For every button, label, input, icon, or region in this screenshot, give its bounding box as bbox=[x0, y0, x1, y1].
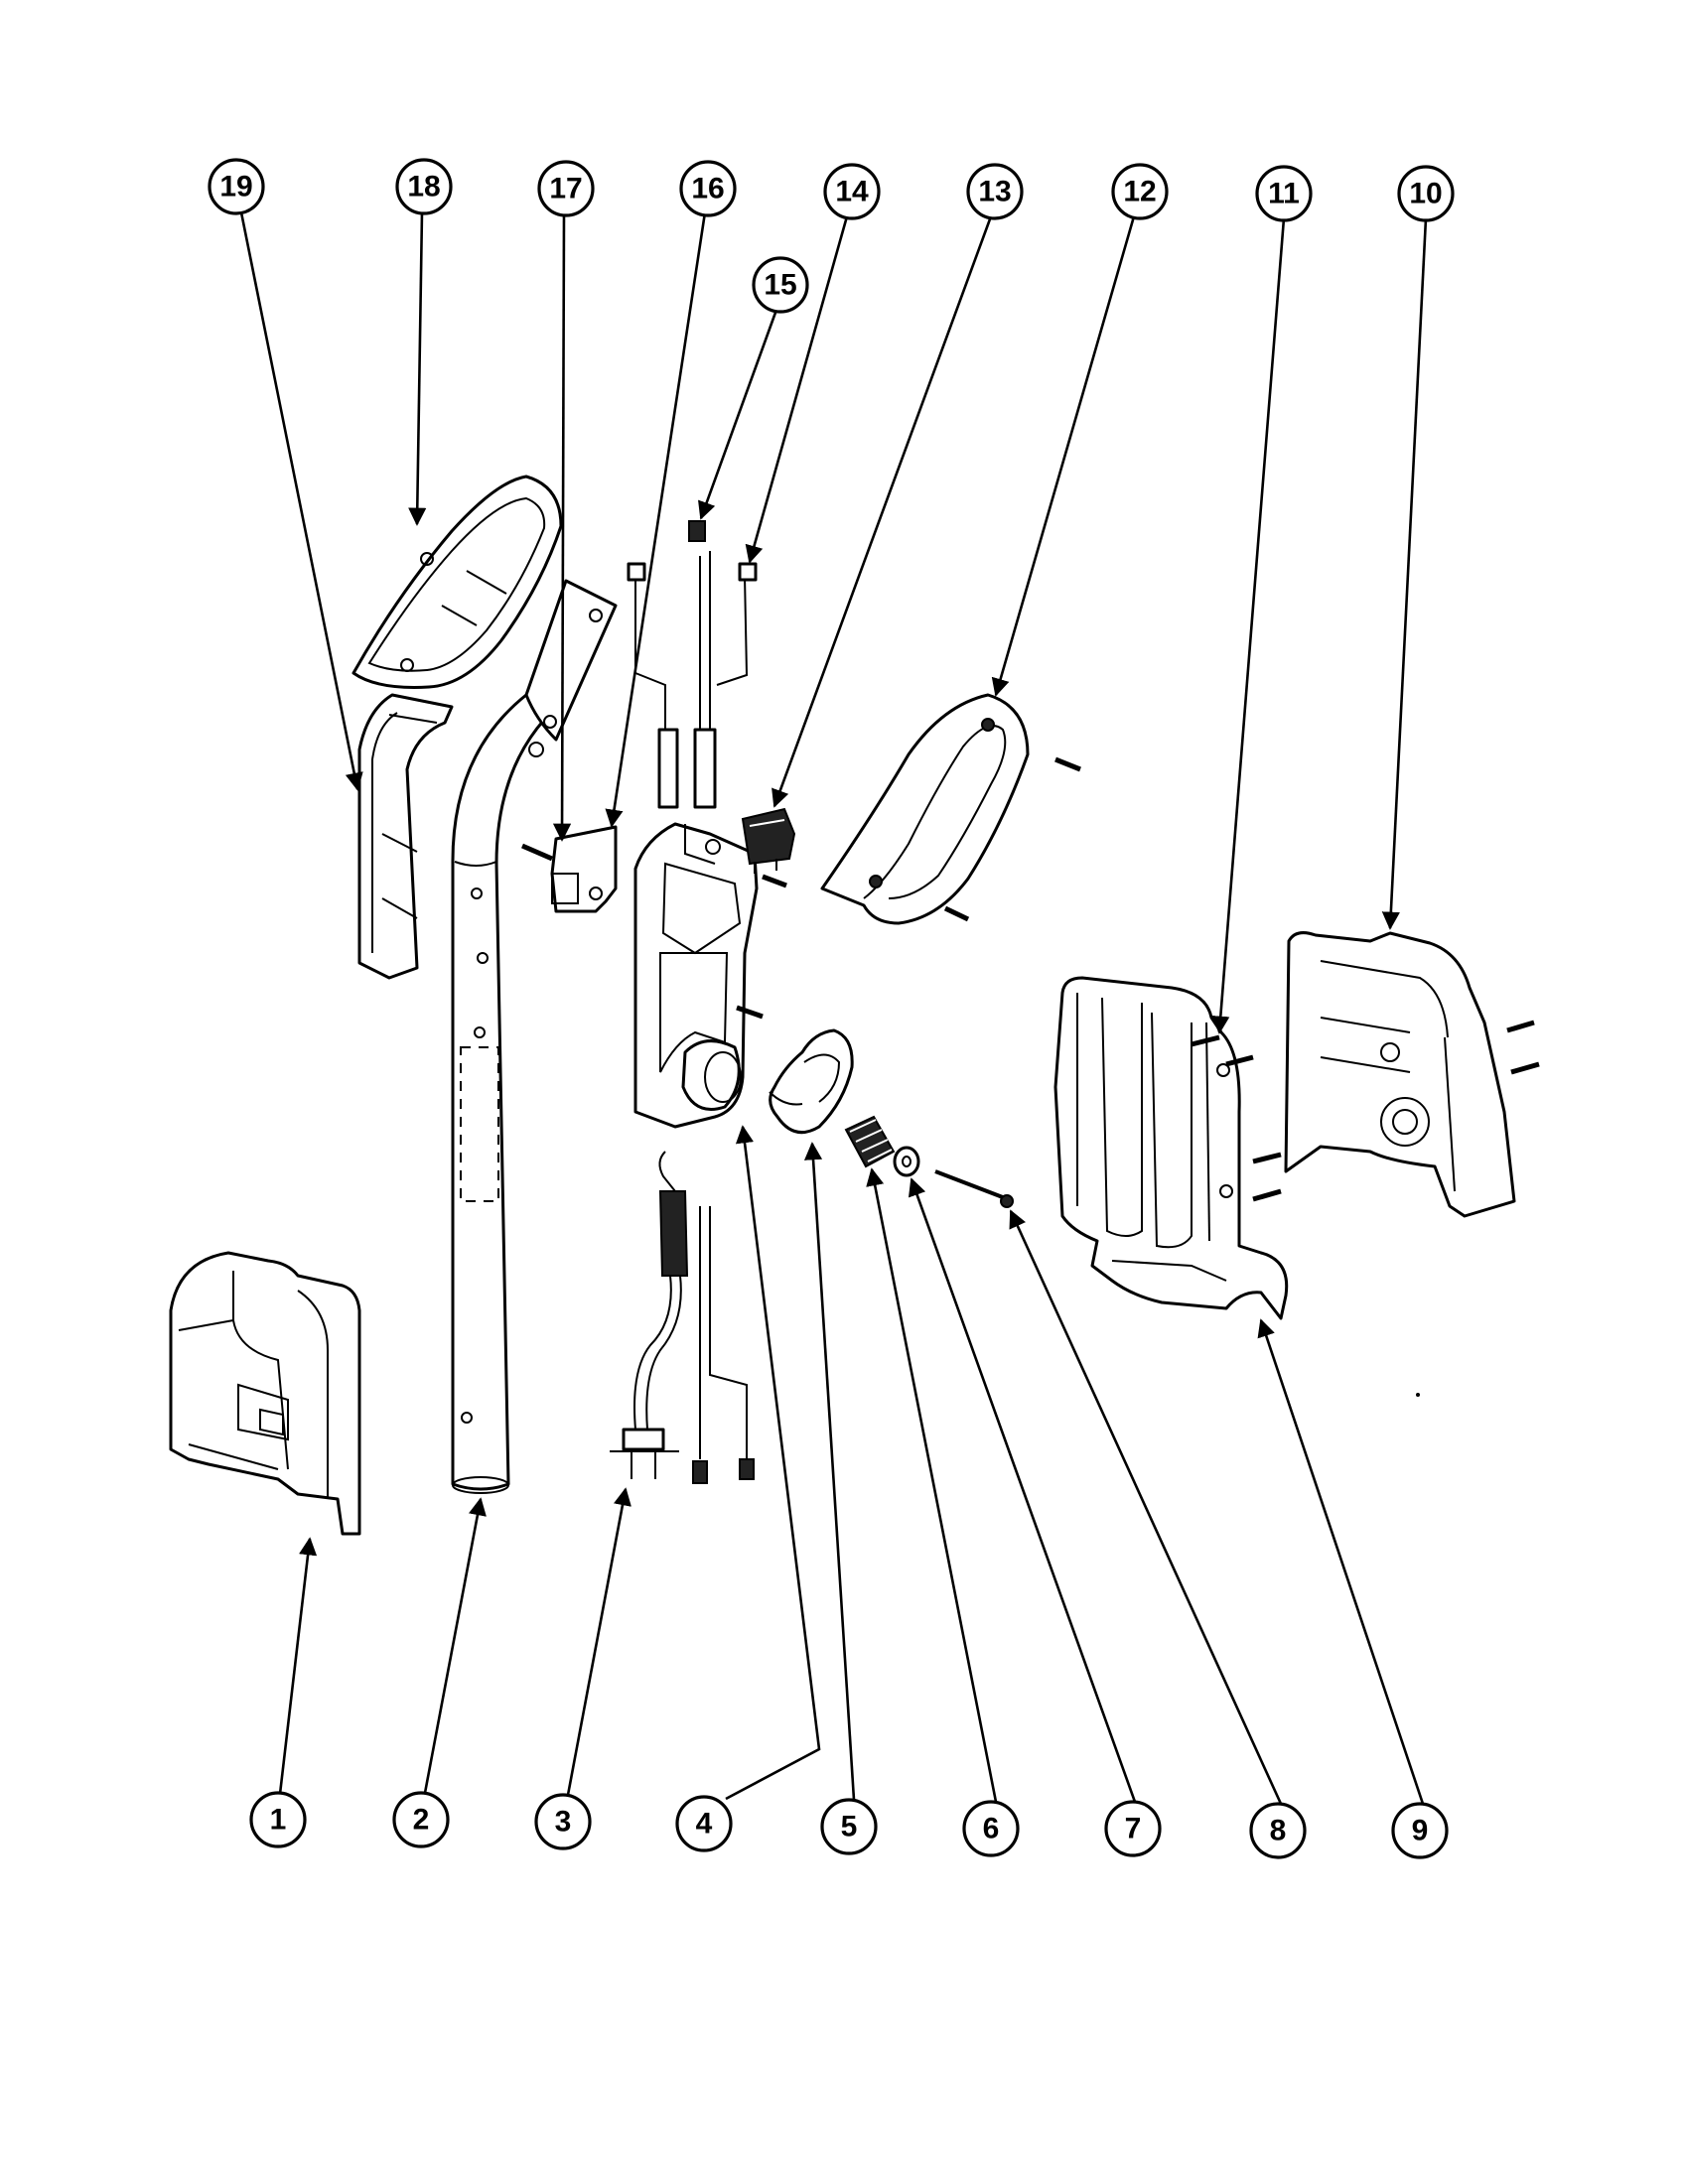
callout-19-label: 19 bbox=[219, 171, 252, 204]
callout-16: 16 bbox=[679, 160, 737, 217]
leader-5 bbox=[803, 1142, 856, 1801]
callout-7-label: 7 bbox=[1125, 1813, 1142, 1845]
leader-13 bbox=[772, 215, 993, 808]
callout-19: 19 bbox=[208, 158, 265, 215]
callout-7: 7 bbox=[1104, 1800, 1162, 1857]
leader-lines bbox=[239, 211, 1428, 1805]
callout-16-label: 16 bbox=[691, 173, 724, 205]
callout-15: 15 bbox=[752, 256, 809, 314]
callout-17-label: 17 bbox=[549, 173, 582, 205]
callout-2-label: 2 bbox=[413, 1804, 430, 1837]
callout-10: 10 bbox=[1397, 165, 1455, 222]
callout-11-label: 11 bbox=[1268, 178, 1300, 210]
callout-9-label: 9 bbox=[1412, 1815, 1429, 1847]
callout-12: 12 bbox=[1111, 163, 1169, 220]
callout-5: 5 bbox=[820, 1798, 878, 1855]
part-14-wire-lead bbox=[693, 551, 758, 809]
callout-13-label: 13 bbox=[978, 176, 1011, 208]
part-3-power-cord bbox=[610, 1151, 755, 1484]
leader-11 bbox=[1211, 217, 1286, 1034]
callout-10-label: 10 bbox=[1409, 178, 1442, 210]
leader-10 bbox=[1381, 217, 1428, 930]
leader-6 bbox=[866, 1167, 998, 1803]
part-18-upper-handle-shell bbox=[351, 475, 563, 689]
part-7-washer bbox=[893, 1146, 920, 1177]
part-12-grip-cover bbox=[820, 693, 1081, 925]
callout-1: 1 bbox=[249, 1791, 307, 1848]
part-13-switch bbox=[741, 807, 796, 874]
callout-5-label: 5 bbox=[841, 1811, 858, 1843]
callout-1-label: 1 bbox=[270, 1804, 287, 1837]
callout-13: 13 bbox=[966, 163, 1024, 220]
leader-12 bbox=[991, 215, 1136, 697]
callout-8-label: 8 bbox=[1270, 1815, 1287, 1847]
part-11-screws bbox=[1191, 1020, 1540, 1202]
part-17-screw bbox=[521, 843, 787, 1020]
part-9-rear-housing bbox=[1053, 976, 1289, 1320]
stray-dot bbox=[1416, 1393, 1420, 1397]
callout-11: 11 bbox=[1255, 165, 1313, 222]
callout-12-label: 12 bbox=[1123, 176, 1156, 208]
leader-17 bbox=[552, 211, 572, 842]
callout-2: 2 bbox=[392, 1791, 450, 1848]
leader-19 bbox=[239, 211, 363, 791]
part-10-rear-cover bbox=[1284, 931, 1516, 1218]
leader-14 bbox=[745, 215, 849, 564]
callout-14-label: 14 bbox=[835, 176, 869, 208]
callout-15-label: 15 bbox=[764, 269, 796, 302]
part-1-base-cover bbox=[169, 1251, 361, 1536]
part-5-knob bbox=[769, 1028, 854, 1135]
part-19-lower-handle-shell bbox=[357, 693, 454, 980]
part-4-switch-housing bbox=[633, 822, 759, 1129]
callout-18-label: 18 bbox=[407, 171, 440, 204]
leader-2 bbox=[423, 1497, 487, 1794]
leader-3 bbox=[566, 1487, 632, 1796]
callout-4-label: 4 bbox=[696, 1808, 713, 1841]
part-2-handle-tube bbox=[451, 579, 618, 1494]
callout-3: 3 bbox=[534, 1793, 592, 1850]
leader-9 bbox=[1257, 1318, 1425, 1805]
callout-4: 4 bbox=[675, 1795, 733, 1852]
leader-4 bbox=[725, 1125, 821, 1801]
callout-14: 14 bbox=[823, 163, 881, 220]
leader-15 bbox=[698, 309, 778, 520]
callout-18: 18 bbox=[395, 158, 453, 215]
callout-8: 8 bbox=[1249, 1802, 1307, 1859]
leader-7 bbox=[908, 1177, 1137, 1803]
callout-6-label: 6 bbox=[983, 1813, 1000, 1845]
leader-18 bbox=[408, 211, 427, 526]
leader-16 bbox=[605, 211, 707, 828]
part-8-long-screw bbox=[934, 1169, 1014, 1208]
leader-8 bbox=[1009, 1209, 1283, 1805]
leader-1 bbox=[278, 1537, 318, 1795]
callout-3-label: 3 bbox=[555, 1806, 572, 1839]
part-16-bracket bbox=[550, 825, 618, 913]
callout-9: 9 bbox=[1391, 1802, 1449, 1859]
part-15-wire-connector bbox=[627, 520, 706, 809]
callout-17: 17 bbox=[537, 160, 595, 217]
callout-6: 6 bbox=[962, 1800, 1020, 1857]
part-6-spring bbox=[844, 1115, 896, 1168]
